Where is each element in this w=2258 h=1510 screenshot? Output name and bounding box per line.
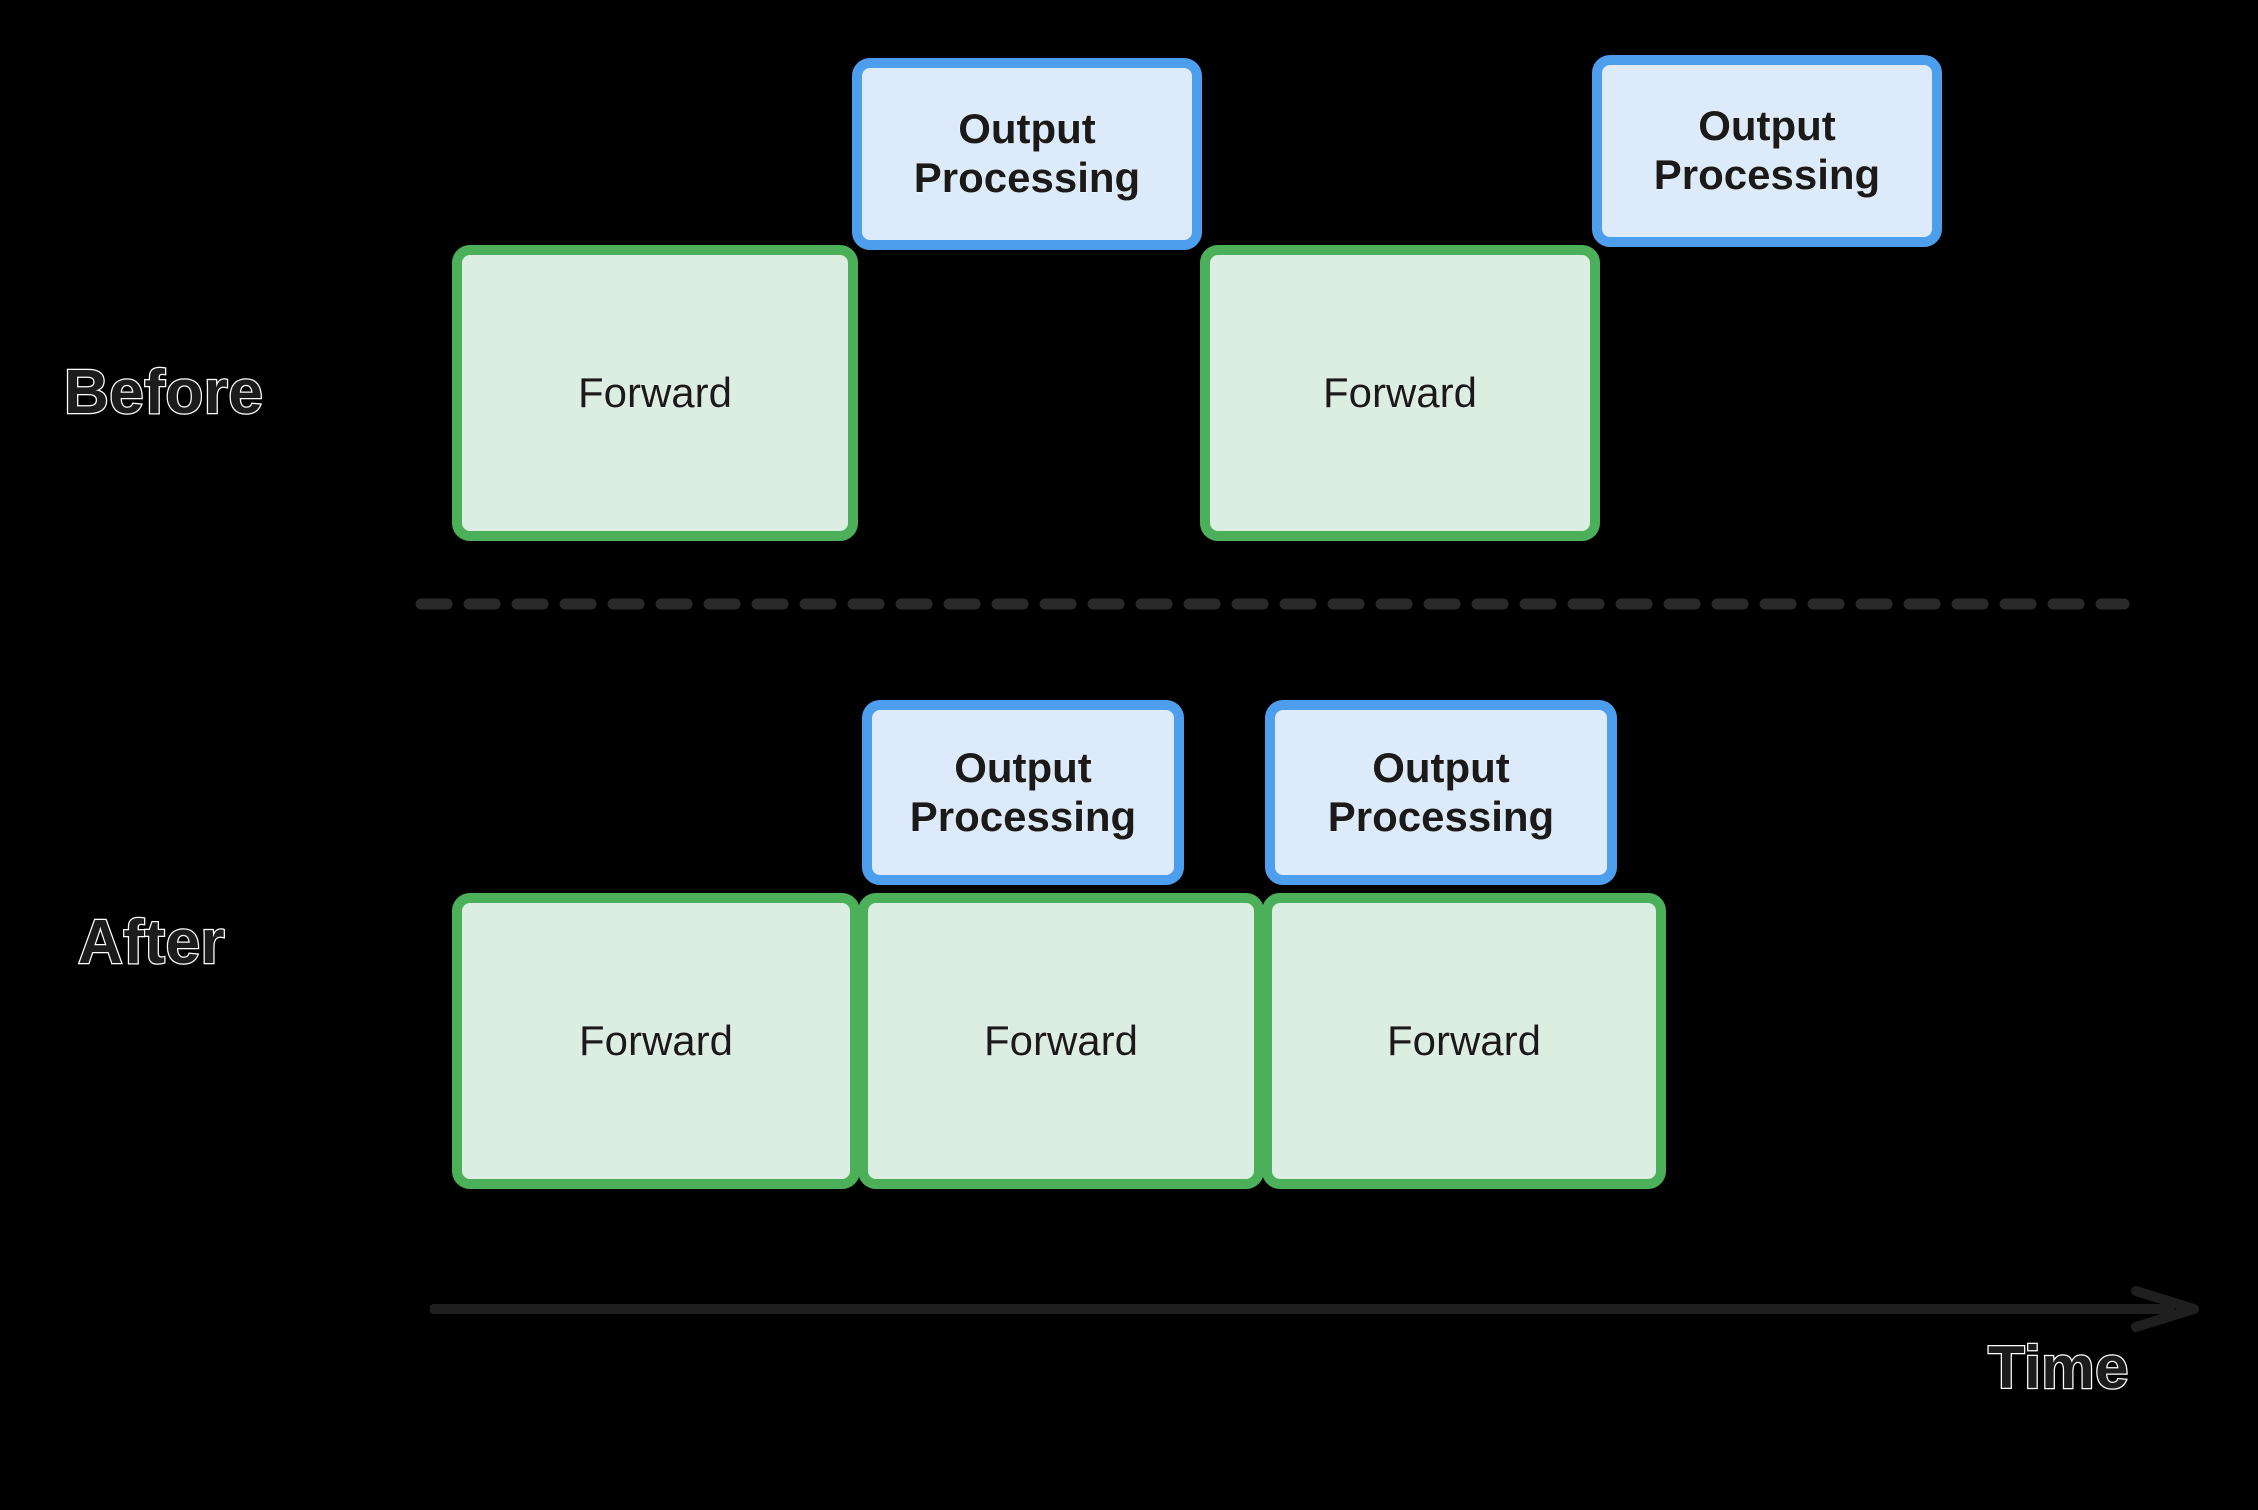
output-line-2: Processing — [909, 792, 1137, 840]
output-line-1: Output — [1372, 743, 1510, 791]
output-line-1: Output — [954, 743, 1092, 791]
output-line-2: Processing — [1653, 151, 1881, 199]
output-line-1: Output — [1698, 102, 1836, 150]
row-label-after: After — [77, 908, 226, 977]
time-axis-label: Time — [1987, 1334, 2130, 1401]
after-forward-block-1: Forward — [452, 893, 860, 1189]
block-label: Forward — [983, 1016, 1139, 1064]
before-forward-block-2: Forward — [1200, 245, 1600, 541]
after-forward-block-2: Forward — [858, 893, 1264, 1189]
block-label: Forward — [1386, 1016, 1542, 1064]
row-label-before: Before — [63, 358, 264, 427]
output-line-2: Processing — [913, 154, 1141, 202]
section-divider — [415, 598, 2130, 610]
before-forward-block-1: Forward — [452, 245, 858, 541]
output-line-1: Output — [958, 105, 1096, 153]
block-label: Forward — [1322, 368, 1478, 416]
after-forward-block-3: Forward — [1262, 893, 1666, 1189]
block-label: Forward — [577, 368, 733, 416]
output-line-2: Processing — [1327, 792, 1555, 840]
time-axis-arrow — [430, 1286, 2199, 1332]
block-label: Forward — [578, 1016, 734, 1064]
